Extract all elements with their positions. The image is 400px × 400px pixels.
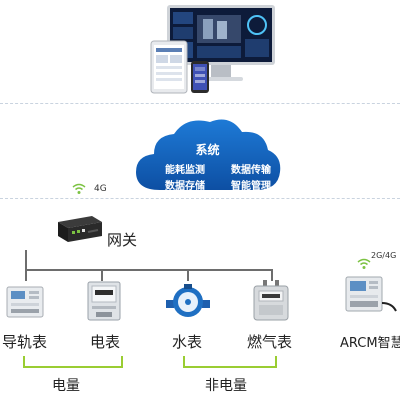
separator-middle	[0, 198, 400, 199]
cloud-title: 系统	[195, 143, 220, 157]
electric-meter-icon	[86, 280, 122, 322]
drop-line-gas-meter	[271, 269, 273, 281]
cloud-feature-smart-management: 智能管理	[231, 181, 271, 192]
wifi-icon	[72, 183, 86, 195]
device-label-rail-meter: 导轨表	[2, 333, 48, 351]
drop-line-rail-meter	[25, 269, 27, 281]
cloud-feature-energy-monitoring: 能耗监测	[165, 165, 205, 176]
non-electric-group-bracket	[183, 356, 277, 368]
phone-illustration	[190, 60, 210, 94]
tablet-illustration	[150, 40, 188, 94]
drop-line-electric-meter	[101, 269, 103, 281]
device-label-arcm: ARCM智慧	[340, 336, 400, 351]
gateway-label: 网关	[107, 231, 138, 249]
arcm-device-icon	[342, 273, 400, 317]
non-electric-group-label: 非电量	[205, 378, 247, 394]
water-meter-icon	[164, 280, 212, 322]
system-cloud	[130, 112, 285, 194]
gateway-trunk-line	[25, 250, 27, 270]
arcm-signal-label: 2G/4G	[371, 251, 397, 260]
gas-meter-icon	[251, 280, 291, 322]
arcm-wifi-icon	[357, 258, 371, 270]
electric-group-bracket	[23, 356, 123, 368]
device-label-water-meter: 水表	[172, 333, 203, 351]
electric-group-label: 电量	[52, 378, 80, 394]
monitor-illustration	[165, 3, 277, 85]
device-label-gas-meter: 燃气表	[247, 333, 293, 351]
gateway-device	[52, 212, 104, 246]
cloud-feature-data-storage: 数据存储	[165, 181, 205, 192]
device-label-electric-meter: 电表	[90, 333, 121, 351]
drop-line-water-meter	[187, 269, 189, 281]
gateway-signal-label: 4G	[94, 184, 107, 194]
bus-line	[25, 269, 273, 271]
cloud-feature-data-transmission: 数据传输	[231, 165, 271, 176]
rail-meter-icon	[5, 283, 45, 321]
separator-top	[0, 103, 400, 104]
